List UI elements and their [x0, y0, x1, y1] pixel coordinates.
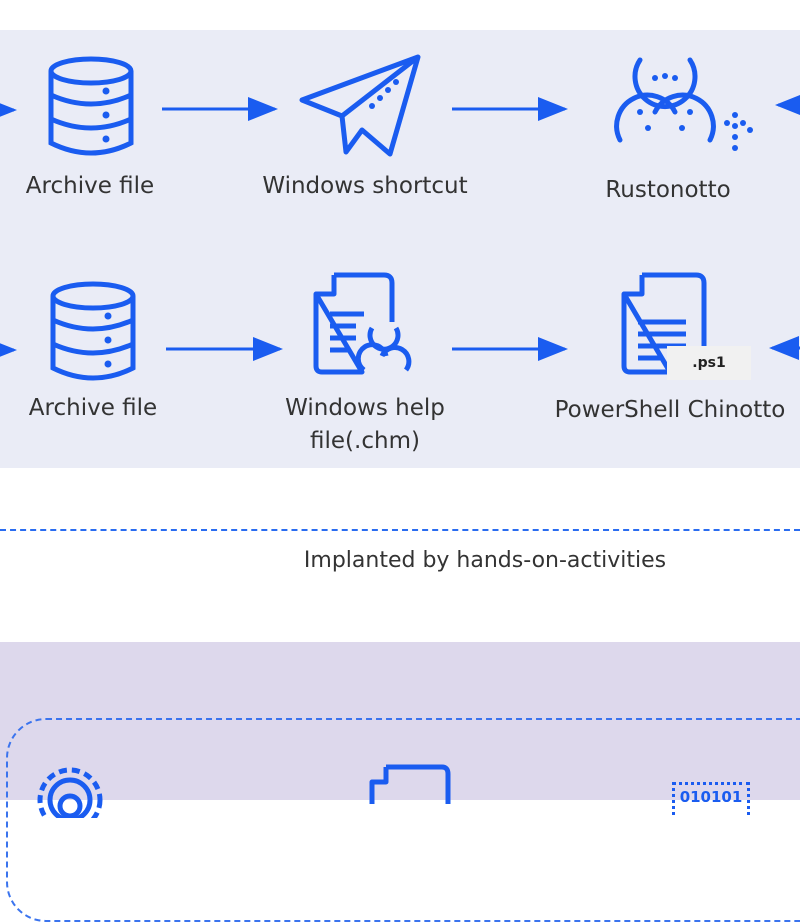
file-icon	[369, 764, 451, 804]
database-icon	[48, 56, 134, 156]
section-note: Implanted by hands-on-activities	[303, 548, 667, 573]
label-powershell-chinotto: PowerShell Chinotto	[554, 397, 786, 423]
hands-on-panel	[0, 642, 800, 800]
label-archive-file-1: Archive file	[25, 173, 155, 199]
paper-plane-icon	[299, 54, 421, 157]
label-archive-file-2: Archive file	[28, 395, 158, 421]
implant-group-box	[6, 718, 800, 922]
ps1-badge: .ps1	[667, 346, 751, 380]
biohazard-document-icon	[313, 272, 412, 375]
binary-icon: 010101	[672, 782, 750, 815]
section-divider	[0, 529, 800, 531]
database-icon	[50, 281, 136, 381]
label-windows-shortcut: Windows shortcut	[262, 173, 468, 199]
biohazard-icon	[614, 57, 753, 151]
label-windows-help-file: Windows help file(.chm)	[285, 395, 445, 454]
document-icon	[621, 272, 707, 375]
arrows	[0, 93, 800, 362]
gear-icon	[37, 767, 103, 818]
label-rustonotto: Rustonotto	[605, 177, 731, 203]
